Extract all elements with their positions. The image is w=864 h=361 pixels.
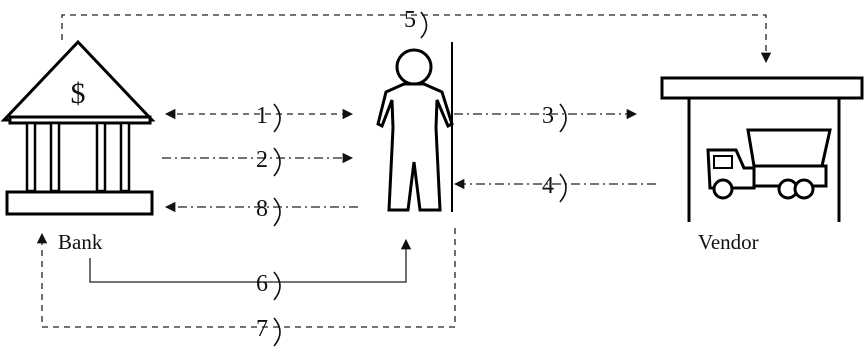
svg-text:3: 3	[542, 103, 554, 129]
step-4-label: 4	[542, 173, 567, 203]
svg-text:4: 4	[542, 173, 554, 199]
step-1-label: 1	[256, 103, 281, 133]
svg-text:1: 1	[256, 103, 268, 129]
dump-truck-icon	[706, 128, 832, 200]
svg-text:6: 6	[256, 271, 268, 297]
svg-text:7: 7	[256, 316, 268, 342]
svg-text:8: 8	[256, 196, 268, 222]
step-6-label: 6	[256, 271, 281, 301]
svg-text:2: 2	[256, 147, 268, 173]
bank-icon: $	[0, 39, 156, 216]
bank-label: Bank	[58, 230, 103, 254]
person-icon	[376, 42, 454, 212]
step-5-label: 5	[404, 7, 428, 39]
svg-text:5: 5	[404, 7, 416, 33]
flow-5-line	[61, 14, 772, 64]
dollar-sign: $	[71, 77, 86, 110]
flow-6-line	[89, 238, 412, 283]
flow-7-line	[36, 228, 456, 328]
step-3-label: 3	[542, 103, 567, 133]
vendor-label: Vendor	[698, 230, 759, 254]
vendor-icon	[660, 76, 864, 222]
step-8-label: 8	[256, 196, 281, 227]
step-2-label: 2	[256, 147, 281, 177]
step-7-label: 7	[256, 316, 281, 347]
